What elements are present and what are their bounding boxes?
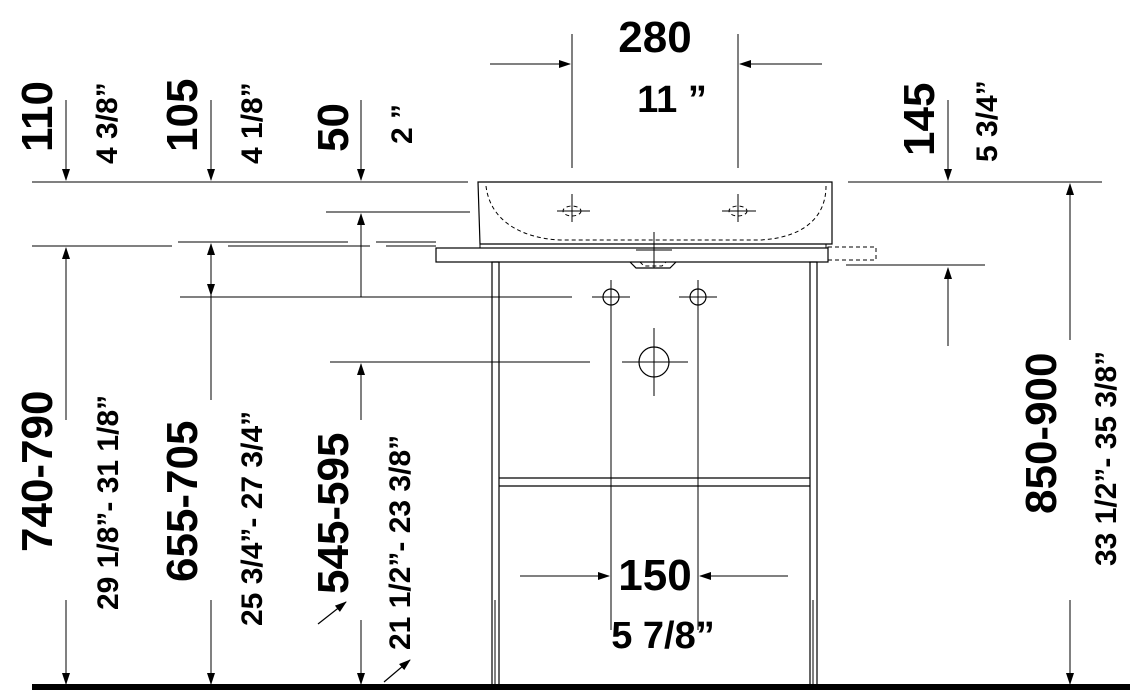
depth-50-in-label: 2 ” bbox=[386, 104, 419, 144]
tap-hole-right-icon bbox=[722, 194, 756, 222]
drain-connection-icon bbox=[622, 328, 688, 396]
tap-hole-left-icon bbox=[557, 194, 590, 222]
height-740-mm-label: 740-790 bbox=[13, 391, 62, 552]
supply-connection-right-icon bbox=[679, 280, 717, 316]
washbasin bbox=[435, 181, 877, 269]
depth-110-mm-label: 110 bbox=[13, 81, 62, 152]
hole-spacing-mm-label: 150 bbox=[618, 551, 691, 600]
width-in-label: 11 ” bbox=[637, 79, 707, 121]
height-655-in-label: 25 3/4”- 27 3/4” bbox=[236, 411, 269, 626]
console-frame bbox=[491, 261, 818, 689]
depth-145-mm-label: 145 bbox=[895, 83, 944, 156]
supply-connection-left-icon bbox=[592, 280, 630, 316]
dimension-arrows bbox=[62, 60, 1074, 685]
height-545-in-label: 21 1/2”- 23 3/8” bbox=[384, 435, 417, 650]
height-655-mm-label: 655-705 bbox=[158, 421, 207, 582]
hole-spacing-in-label: 5 7/8” bbox=[611, 615, 715, 657]
depth-110-in-label: 4 3/8” bbox=[91, 82, 124, 164]
depth-105-mm-label: 105 bbox=[158, 79, 207, 152]
depth-105-in-label: 4 1/8” bbox=[236, 82, 269, 164]
height-740-in-label: 29 1/8”- 31 1/8” bbox=[92, 395, 125, 610]
height-850-mm-label: 850-900 bbox=[1017, 353, 1066, 514]
extension-lines bbox=[32, 34, 1102, 630]
height-850-in-label: 33 1/2”- 35 3/8” bbox=[1090, 351, 1123, 566]
width-mm-label: 280 bbox=[618, 13, 691, 62]
height-545-mm-label: 545-595 bbox=[309, 433, 358, 594]
depth-50-mm-label: 50 bbox=[309, 103, 358, 152]
depth-145-in-label: 5 3/4” bbox=[971, 80, 1004, 162]
